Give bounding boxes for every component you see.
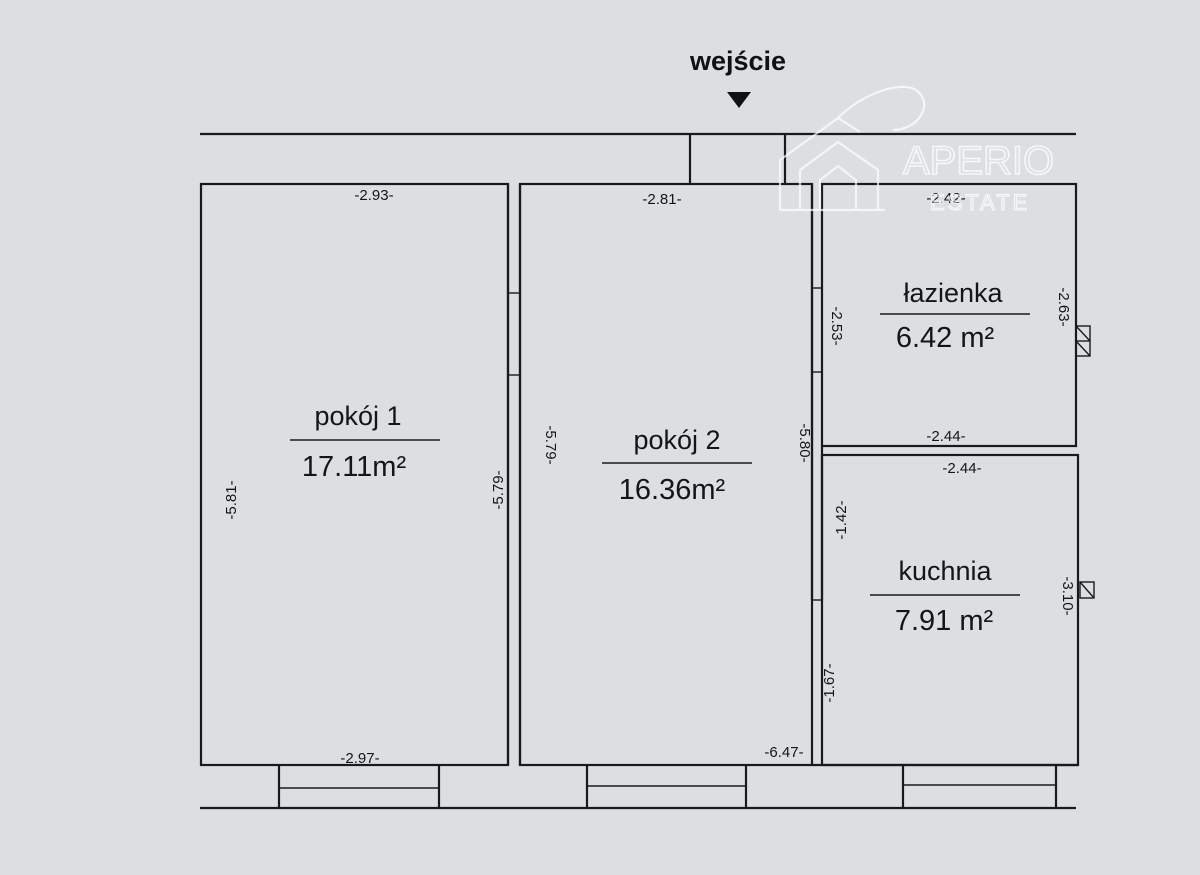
room-1-dim-top: -2.93- — [354, 187, 393, 204]
kitchen-vent-icon — [1079, 581, 1095, 599]
room-1-area: 17.11m² — [302, 451, 407, 483]
watermark-brand: APERIO — [903, 139, 1054, 183]
kitchen-dim-left-lower: -1.67- — [821, 663, 838, 702]
room-1-dim-right: -5.79- — [490, 470, 507, 509]
room-1-name: pokój 1 — [314, 401, 401, 431]
bathroom-area: 6.42 m² — [896, 322, 995, 354]
bathroom-vent-icon — [1075, 325, 1091, 357]
kitchen-area: 7.91 m² — [895, 605, 994, 637]
entrance-label: wejście — [689, 46, 786, 76]
window-room-1 — [277, 765, 441, 808]
bathroom-dim-right: -2.63- — [1055, 287, 1072, 326]
kitchen-dim-left-upper: -1.42- — [833, 500, 850, 539]
room-2-dim-top: -2.81- — [642, 191, 681, 208]
window-room-2 — [585, 765, 748, 808]
room-2-name: pokój 2 — [633, 425, 720, 455]
window-kitchen — [901, 765, 1058, 808]
kitchen-name: kuchnia — [898, 556, 992, 586]
room-1-dim-bottom: -2.97- — [340, 750, 379, 767]
kitchen-dim-top: -2.44- — [942, 460, 981, 477]
bathroom-dim-bottom: -2.44- — [926, 428, 965, 445]
kitchen-dim-right: -3.10- — [1059, 576, 1076, 615]
bathroom-dim-top: -2.42- — [926, 190, 965, 207]
bathroom-outline — [820, 182, 1078, 448]
room-1-dim-left: -5.81- — [223, 480, 240, 519]
watermark-logo-icon — [778, 85, 926, 212]
watermark: APERIO ESTATE — [778, 85, 1055, 216]
entrance-arrow-icon — [727, 92, 751, 108]
watermark-sub: ESTATE — [930, 190, 1030, 215]
bathroom-dim-left: -2.53- — [828, 306, 845, 345]
room-2-dim-bottom: -6.47- — [764, 744, 803, 761]
room-2-dim-left: -5.79- — [542, 425, 559, 464]
room-2-dim-right: -5.80- — [796, 423, 813, 462]
room-2-area: 16.36m² — [619, 474, 726, 506]
bathroom-name: łazienka — [903, 278, 1003, 308]
